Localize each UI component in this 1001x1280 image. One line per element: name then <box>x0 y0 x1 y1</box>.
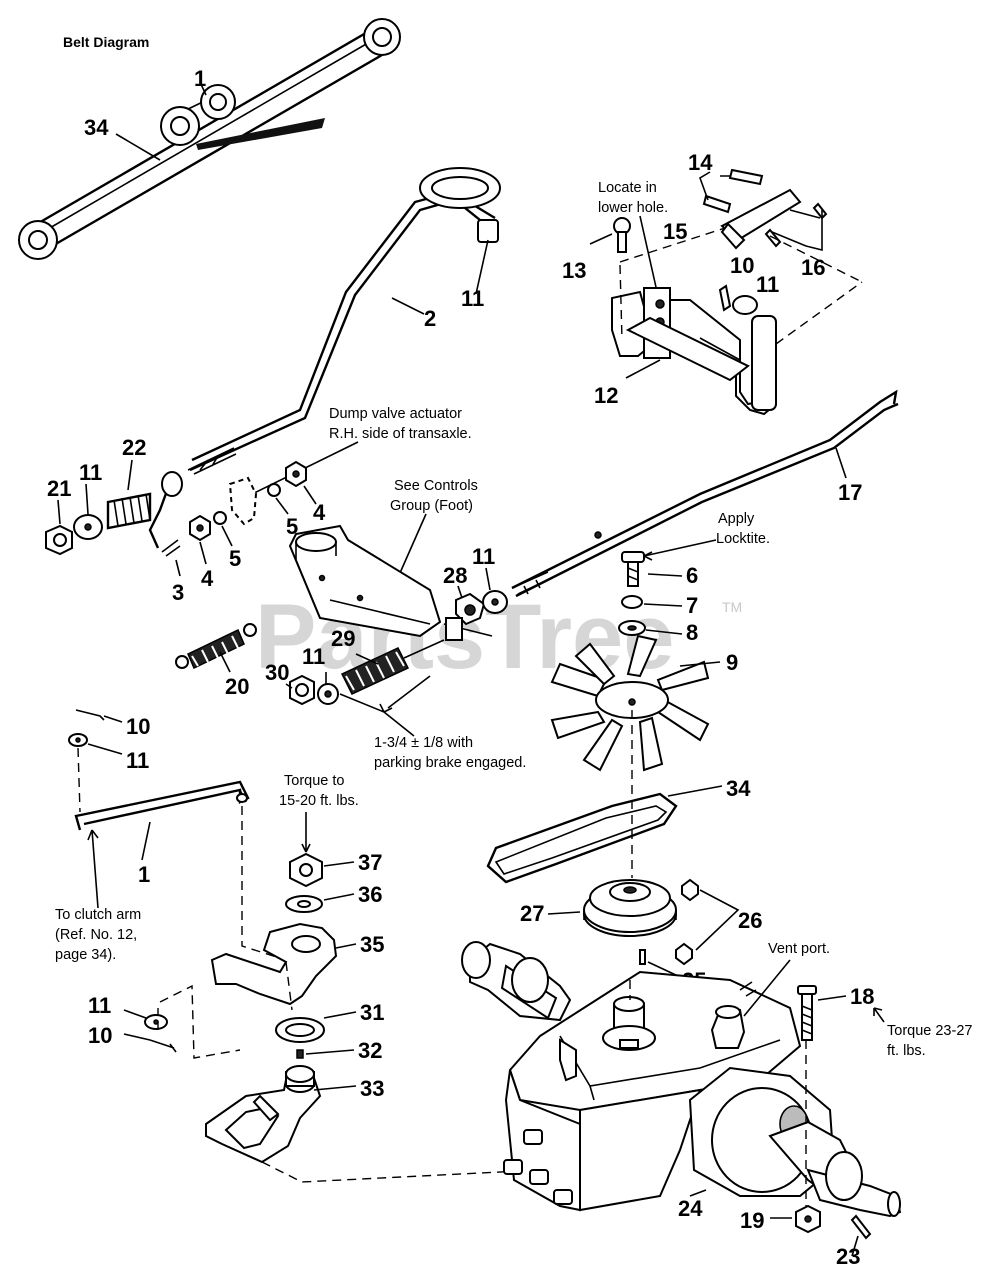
belt-diagram-title: Belt Diagram <box>63 34 149 50</box>
callout-19: 19 <box>740 1208 764 1233</box>
callout-1: 1 <box>194 66 206 91</box>
callout-11: 11 <box>756 272 779 297</box>
callout-15: 15 <box>663 219 687 244</box>
callout-11: 11 <box>461 286 484 311</box>
lever-rod: 2 11 <box>187 167 501 475</box>
callout-4: 4 <box>313 500 326 525</box>
spring-22 <box>106 459 152 530</box>
note-clutch-arm: To clutch arm(Ref. No. 12,page 34). <box>55 907 141 963</box>
callout-2: 2 <box>424 306 436 331</box>
callout-30: 30 <box>265 660 289 685</box>
callout-23: 23 <box>836 1244 860 1269</box>
callout-34: 34 <box>726 776 751 801</box>
callout-6: 6 <box>686 563 698 588</box>
callout-27: 27 <box>520 901 544 926</box>
callout-11: 11 <box>126 748 149 773</box>
callout-33: 33 <box>360 1076 384 1101</box>
callout-10: 10 <box>126 714 150 739</box>
callout-37: 37 <box>358 850 382 875</box>
callout-16: 16 <box>801 255 825 280</box>
callout-10: 10 <box>730 253 754 278</box>
callout-26: 26 <box>738 908 762 933</box>
callout-17: 17 <box>838 480 862 505</box>
callout-31: 31 <box>360 1000 384 1025</box>
callout-29: 29 <box>331 626 355 651</box>
drive-belt-pulley: 34 27 26 25 <box>486 776 762 993</box>
callout-11: 11 <box>79 460 102 485</box>
callout-11: 11 <box>302 644 325 669</box>
callout-5: 5 <box>286 514 298 539</box>
belt-diagram: Belt Diagram 34 1 <box>18 18 401 260</box>
callout-5: 5 <box>229 546 241 571</box>
callout-35: 35 <box>360 932 384 957</box>
fan <box>550 634 710 772</box>
callout-12: 12 <box>594 383 618 408</box>
note-vent-port: Vent port. <box>768 941 830 957</box>
callout-10: 10 <box>88 1023 112 1048</box>
callout-34: 34 <box>84 115 109 140</box>
callout-20: 20 <box>225 674 249 699</box>
callout-21: 21 <box>47 476 71 501</box>
callout-18: 18 <box>850 984 874 1009</box>
callout-22: 22 <box>122 435 146 460</box>
clutch-lever: 10 11 1 To clutch arm(Ref. No. 12,page 3… <box>55 709 287 963</box>
callout-7: 7 <box>686 593 698 618</box>
callout-24: 24 <box>678 1196 703 1221</box>
callout-9: 9 <box>726 650 738 675</box>
control-rod: 17 <box>511 389 899 598</box>
callout-1: 1 <box>138 862 150 887</box>
callout-28: 28 <box>443 563 467 588</box>
callout-36: 36 <box>358 882 382 907</box>
callout-11: 11 <box>472 544 495 569</box>
trademark: TM <box>722 599 742 615</box>
callout-4: 4 <box>201 566 214 591</box>
callout-8: 8 <box>686 620 698 645</box>
callout-14: 14 <box>688 150 713 175</box>
callout-3: 3 <box>172 580 184 605</box>
callout-13: 13 <box>562 258 586 283</box>
callout-11: 11 <box>88 993 111 1018</box>
callout-32: 32 <box>358 1038 382 1063</box>
